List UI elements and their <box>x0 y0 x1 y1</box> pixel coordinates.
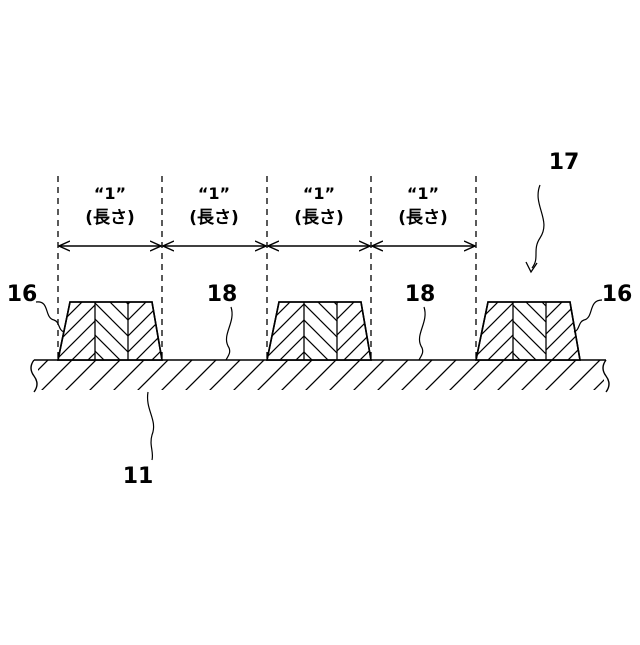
pattern-element-1 <box>58 302 162 360</box>
dimension-quote-4: “1” <box>407 184 439 203</box>
dimension-quote-3: “1” <box>303 184 335 203</box>
label-17: 17 <box>549 150 580 175</box>
substrate <box>31 360 609 392</box>
label-18-left: 18 <box>207 282 238 307</box>
dimension-length-2: (長さ) <box>189 208 239 228</box>
label-11: 11 <box>123 464 154 489</box>
dimension-length-1: (長さ) <box>85 208 135 228</box>
dimension-quote-2: “1” <box>198 184 230 203</box>
dimension-length-4: (長さ) <box>398 208 448 228</box>
label-16-right: 16 <box>602 282 633 307</box>
label-18-right: 18 <box>405 282 436 307</box>
dimension-length-3: (長さ) <box>294 208 344 228</box>
dimension-quote-1: “1” <box>94 184 126 203</box>
assembly-arrowhead <box>526 262 537 272</box>
pattern-element-2 <box>267 302 371 360</box>
pattern-element-3 <box>476 302 580 360</box>
label-16-left: 16 <box>7 282 38 307</box>
